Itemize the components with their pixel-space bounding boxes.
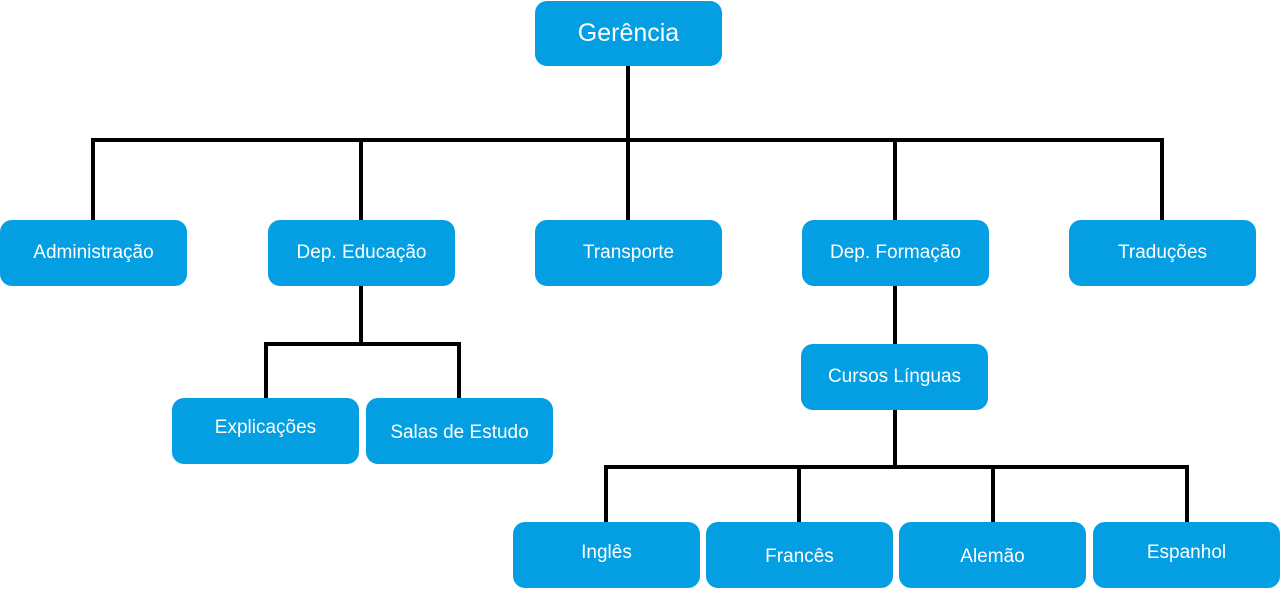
node-transporte-label: Transporte [582, 242, 675, 263]
node-explicacoes-label: Explicações [214, 417, 317, 438]
node-transporte: Transporte [535, 220, 722, 286]
node-alemao: Alemão [899, 522, 1086, 588]
node-explicacoes: Explicações [172, 398, 359, 464]
node-cursos-linguas: Cursos Línguas [801, 344, 988, 410]
node-dep-educacao-label: Dep. Educação [296, 242, 427, 263]
node-alemao-label: Alemão [960, 546, 1025, 567]
node-gerencia: Gerência [535, 1, 722, 66]
node-dep-educacao: Dep. Educação [268, 220, 455, 286]
node-espanhol-label: Espanhol [1146, 542, 1227, 563]
node-frances-label: Francês [765, 546, 834, 567]
node-administracao: Administração [0, 220, 187, 286]
node-frances: Francês [706, 522, 893, 588]
node-salas-de-estudo-label: Salas de Estudo [390, 422, 529, 443]
node-ingles-label: Inglês [581, 542, 632, 563]
node-traducoes: Traduções [1069, 220, 1256, 286]
node-traducoes-label: Traduções [1117, 242, 1208, 263]
node-cursos-linguas-label: Cursos Línguas [827, 366, 962, 387]
node-dep-formacao-label: Dep. Formação [830, 242, 961, 263]
node-administracao-label: Administração [33, 242, 154, 263]
node-dep-formacao: Dep. Formação [802, 220, 989, 286]
node-gerencia-label: Gerência [577, 19, 680, 47]
node-ingles: Inglês [513, 522, 700, 588]
node-espanhol: Espanhol [1093, 522, 1280, 588]
node-salas-de-estudo: Salas de Estudo [366, 398, 553, 464]
